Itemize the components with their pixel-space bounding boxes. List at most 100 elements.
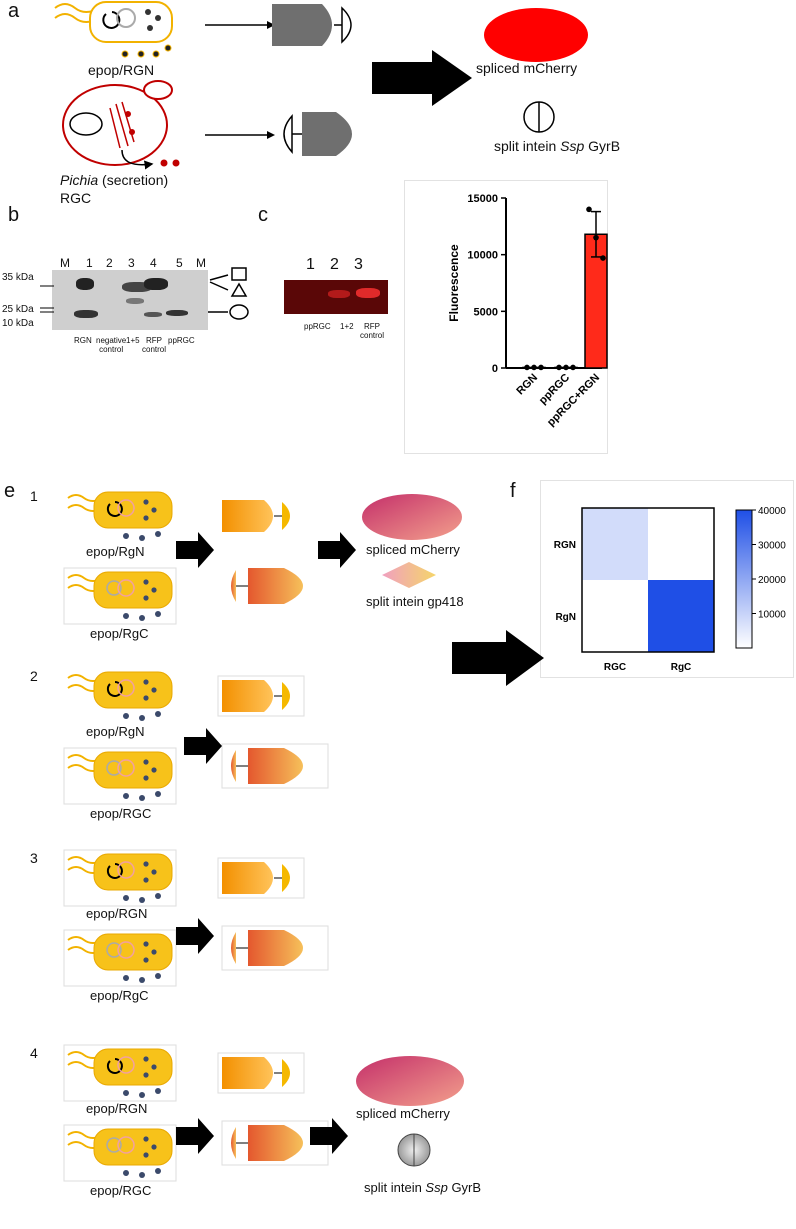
- d-point-2-2: [600, 255, 606, 261]
- row0-cell-a-dot-2: [143, 515, 149, 521]
- row0-cell-a-sec-1: [139, 535, 145, 541]
- heat-cell-1-1: [648, 580, 714, 652]
- row2-cell-b-plasmid-gray: [106, 942, 122, 958]
- row0-cell-b-plasmid-gray: [106, 580, 122, 596]
- row0-arrow-2-shape: [318, 532, 356, 568]
- row2-arrow: [176, 918, 214, 954]
- row2-n-fragment-body: [222, 862, 273, 894]
- heat-col-label-0: RGC: [604, 662, 626, 673]
- row0-cell-a-dot-0: [143, 499, 149, 505]
- row-number-1: 2: [30, 668, 38, 684]
- row2-cell-b-sec-1: [139, 977, 145, 983]
- row0-cell-b: [63, 567, 177, 625]
- row1-arrow-shape: [184, 728, 222, 764]
- row3-cell-b-sec-0: [123, 1170, 129, 1176]
- row0-arrow-2: [318, 532, 356, 568]
- split-a-italic: Ssp: [560, 138, 585, 154]
- heat-row-label-1: RgN: [555, 612, 576, 623]
- label-rgc: RGC: [60, 190, 92, 206]
- row2-cell-b-dot-2: [143, 957, 149, 963]
- row1-cell-b-sec-1: [139, 795, 145, 801]
- row0-cell-b-sec-0: [123, 613, 129, 619]
- row0-cell-a-sec-0: [123, 533, 129, 539]
- western-blot: [52, 270, 208, 330]
- heat-cell-0-1: [648, 508, 714, 580]
- row2-cell-b-ring: [117, 941, 135, 959]
- row3-arrow-2-shape: [310, 1118, 348, 1154]
- blot-bottom-label-4: ppRGC: [168, 336, 195, 345]
- row2-cell-b-sec-2: [155, 973, 161, 979]
- row3-cell-a-sec-2: [155, 1088, 161, 1094]
- d-point-2-0: [586, 206, 592, 213]
- label-epop-rgn: epop/RGN: [88, 62, 155, 78]
- row0-c-fragment-body: [248, 568, 303, 604]
- gel-lane-2: 3: [354, 256, 363, 273]
- colorbar: [735, 509, 753, 649]
- blot-lane-4: 4: [150, 256, 157, 270]
- row3-mcherry-icon: [356, 1056, 464, 1106]
- label-pichia-italic: Pichia: [60, 172, 99, 188]
- d-ylabel: Fluorescence: [447, 244, 461, 322]
- row0-split-label: split intein gp418: [366, 594, 464, 609]
- row0-cell-a-ring: [117, 499, 135, 517]
- arrow-bottom-a: [205, 131, 275, 139]
- panel-e-letter: e: [4, 480, 16, 502]
- blot-lane-2: 2: [106, 256, 113, 270]
- row3-split-italic: Ssp: [425, 1180, 448, 1195]
- gel-bottom-label-2: RFP control: [360, 322, 385, 340]
- row0-mcherry-shape: [362, 494, 462, 540]
- row3-cell-b-ring: [117, 1136, 135, 1154]
- row3-cell-b-dot-0: [143, 1136, 149, 1142]
- label-split-a: split intein Ssp GyrB: [494, 138, 620, 154]
- row3-cell-b-sec-1: [139, 1172, 145, 1178]
- split-a-prefix: split intein: [494, 138, 561, 154]
- row3-split-label: split intein Ssp GyrB: [364, 1180, 481, 1195]
- row2-cell-a-label: epop/RGN: [86, 906, 148, 921]
- row0-cell-b-dot-0: [143, 579, 149, 585]
- row0-n-fragment: [222, 500, 290, 532]
- row1-cell-a-sec-2: [155, 711, 161, 717]
- row3-c-fragment-body: [248, 1125, 303, 1161]
- blot-lane-1: 1: [86, 256, 93, 270]
- d-ytick-label-1: 5000: [474, 306, 498, 318]
- big-arrow-to-f: [452, 630, 544, 686]
- row0-n-fragment-intein: [282, 502, 290, 530]
- row3-cell-b-plasmid-gray: [106, 1137, 122, 1153]
- d-xlabel-2: ppRGC+RGN: [545, 372, 602, 429]
- label-pichia: Pichia (secretion): [60, 172, 168, 188]
- d-ytick-label-0: 0: [492, 363, 498, 375]
- row2-c-fragment-intein: [231, 932, 236, 964]
- row1-cell-b-plasmid-gray: [106, 760, 122, 776]
- arrow-top-a: [205, 21, 275, 29]
- row3-cell-a-dot-1: [151, 1064, 157, 1070]
- row1-cell-b-sec-0: [123, 793, 129, 799]
- blot-bottom-label-0: RGN: [74, 336, 92, 345]
- row1-c-fragment-body: [248, 748, 303, 784]
- row3-cell-a-sec-1: [139, 1092, 145, 1098]
- row1-n-fragment-intein: [282, 682, 290, 710]
- marker-ticks: [40, 285, 54, 313]
- panel-c-letter: c: [258, 204, 268, 226]
- row3-cell-b-dot-1: [151, 1144, 157, 1150]
- row3-arrow-2: [310, 1118, 348, 1154]
- fluorescence-bar-chart: 050001000015000FluorescenceRGNppRGCppRGC…: [447, 193, 608, 429]
- row2-cell-a: [63, 849, 177, 907]
- row1-c-fragment-intein: [231, 750, 236, 782]
- row2-cell-a-dot-1: [151, 869, 157, 875]
- n-fragment-gray-icon: [272, 4, 352, 46]
- blot-bottom-label-1: negative control: [96, 336, 127, 354]
- row3-intein-icon: [397, 1133, 431, 1167]
- row2-cell-b-label: epop/RgC: [90, 988, 149, 1003]
- row2-cell-a-ring: [117, 861, 135, 879]
- blot-lane-0: M: [60, 256, 70, 270]
- blot-lane-3: 3: [128, 256, 135, 270]
- row3-split-prefix: split intein: [364, 1180, 426, 1195]
- big-arrow-a: [372, 50, 472, 106]
- row0-diamond-icon: [382, 562, 436, 588]
- row2-cell-a-sec-1: [139, 897, 145, 903]
- row0-cell-b-sec-1: [139, 615, 145, 621]
- row2-cell-b-dot-1: [151, 949, 157, 955]
- heat-cell-1-0: [582, 580, 648, 652]
- d-point-0-1: [531, 364, 537, 371]
- row3-cell-a-label: epop/RGN: [86, 1101, 148, 1116]
